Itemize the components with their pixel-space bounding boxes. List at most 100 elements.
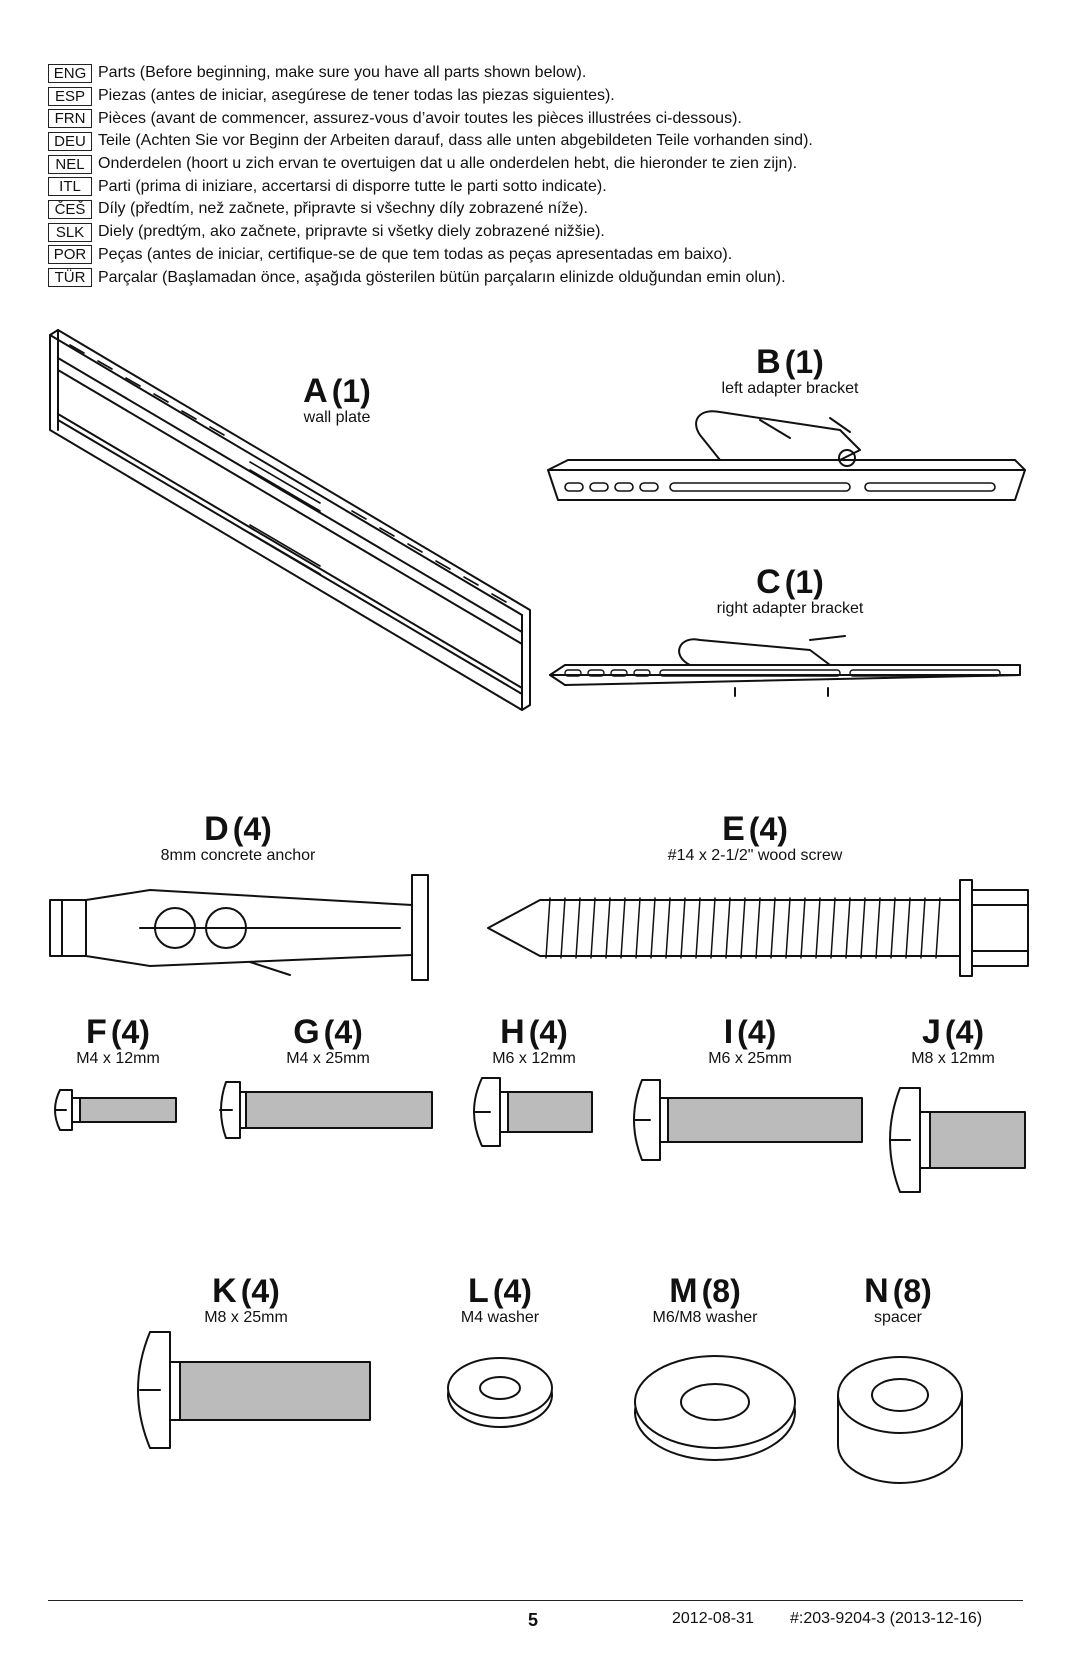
part-name: M6 x 25mm <box>708 1050 792 1067</box>
page-number: 5 <box>528 1610 539 1630</box>
part-letter: A <box>303 372 328 410</box>
part-i: I(4) M6 x 25mm <box>690 1013 810 1068</box>
part-letter: C <box>756 563 781 601</box>
wall-plate-illustration <box>49 329 531 711</box>
part-k: K(4) M8 x 25mm <box>186 1272 306 1327</box>
instruction-row-eng: ENG Parts (Before beginning, make sure yo… <box>48 62 813 85</box>
part-quantity: (4) <box>944 1014 985 1050</box>
part-d: D(4) 8mm concrete anchor <box>138 810 338 865</box>
part-name: M4 washer <box>460 1309 540 1326</box>
lang-code: TÜR <box>48 268 92 288</box>
part-name: spacer <box>873 1309 923 1326</box>
spacer-illustration <box>837 1356 963 1484</box>
instruction-row-tur: TÜR Parçalar (Başlamadan önce, aşağıda gö… <box>48 266 813 289</box>
part-n: N(8) spacer <box>838 1272 958 1327</box>
part-name: M8 x 12mm <box>911 1050 995 1067</box>
part-letter: L <box>468 1272 489 1310</box>
part-a: A(1) wall plate <box>272 372 402 427</box>
concrete-anchor-illustration <box>49 874 429 981</box>
screw-i-illustration <box>633 1079 863 1161</box>
instruction-text: Teile (Achten Sie vor Beginn der Arbeite… <box>98 132 813 150</box>
lang-code: ENG <box>48 63 92 83</box>
document-number: #:203-9204-3 (2013-12-16) <box>790 1610 983 1627</box>
instruction-text: Onderdelen (hoort u zich ervan te overtu… <box>98 155 798 173</box>
wood-screw-illustration <box>487 879 1029 977</box>
part-quantity: (8) <box>701 1273 741 1309</box>
part-m: M(8) M6/M8 washer <box>630 1272 780 1327</box>
part-letter: D <box>204 810 229 848</box>
instruction-text: Díly (předtím, než začnete, připravte si… <box>98 200 588 218</box>
screw-g-illustration <box>219 1081 433 1139</box>
part-h: H(4) M6 x 12mm <box>474 1013 594 1068</box>
lang-code: ČEŠ <box>48 199 92 219</box>
instruction-row-por: POR Peças (antes de iniciar, certifique-s… <box>48 244 813 267</box>
part-letter: H <box>500 1013 525 1051</box>
lang-code: NEL <box>48 154 92 174</box>
instruction-row-frn: FRN Pièces (avant de commencer, assurez-v… <box>48 107 813 130</box>
part-quantity: (1) <box>784 344 824 380</box>
lang-code: FRN <box>48 109 92 129</box>
screw-h-illustration <box>473 1077 593 1147</box>
part-quantity: (8) <box>892 1273 932 1309</box>
part-c: C(1) right adapter bracket <box>685 563 895 618</box>
instruction-text: Pièces (avant de commencer, assurez-vous… <box>98 109 742 127</box>
part-name: 8mm concrete anchor <box>160 847 316 864</box>
part-f: F(4) M4 x 12mm <box>58 1013 178 1068</box>
part-name: right adapter bracket <box>716 600 864 617</box>
instruction-text: Parti (prima di iniziare, accertarsi di … <box>98 177 607 195</box>
part-letter: I <box>723 1013 734 1051</box>
instruction-text: Peças (antes de iniciar, certifique-se d… <box>98 245 733 263</box>
lang-code: POR <box>48 245 92 265</box>
screw-j-illustration <box>889 1087 1026 1193</box>
part-letter: E <box>722 810 745 848</box>
m6-m8-washer-illustration <box>634 1355 796 1461</box>
part-quantity: (4) <box>110 1014 150 1050</box>
part-quantity: (1) <box>331 373 371 409</box>
part-quantity: (4) <box>492 1273 532 1309</box>
part-letter: F <box>86 1013 107 1051</box>
instruction-row-nel: NEL Onderdelen (hoort u zich ervan te ove… <box>48 153 813 176</box>
part-quantity: (4) <box>737 1014 777 1050</box>
part-name: #14 x 2-1/2" wood screw <box>667 847 843 864</box>
part-letter: K <box>212 1272 237 1310</box>
screw-k-illustration <box>137 1331 371 1449</box>
part-name: left adapter bracket <box>721 380 859 397</box>
part-l: L(4) M4 washer <box>440 1272 560 1327</box>
part-name: M4 x 25mm <box>286 1050 370 1067</box>
footer-divider <box>48 1600 1023 1601</box>
language-instructions: ENG Parts (Before beginning, make sure yo… <box>48 62 813 289</box>
part-quantity: (4) <box>748 811 788 847</box>
part-letter: N <box>864 1272 889 1310</box>
lang-code: DEU <box>48 131 92 151</box>
part-letter: M <box>669 1272 698 1310</box>
instruction-text: Parts (Before beginning, make sure you h… <box>98 64 587 82</box>
part-j: J(4) M8 x 12mm <box>893 1013 1013 1068</box>
part-name: M4 x 12mm <box>76 1050 160 1067</box>
right-adapter-bracket-illustration <box>549 635 1021 697</box>
left-adapter-bracket-illustration <box>547 410 1026 501</box>
lang-code: ITL <box>48 177 92 197</box>
lang-code: SLK <box>48 222 92 242</box>
part-quantity: (1) <box>784 564 824 600</box>
part-name: M6/M8 washer <box>652 1309 758 1326</box>
part-b: B(1) left adapter bracket <box>690 343 890 398</box>
part-g: G(4) M4 x 25mm <box>268 1013 388 1068</box>
part-name: M8 x 25mm <box>204 1309 288 1326</box>
instruction-row-itl: ITL Parti (prima di iniziare, accertarsi … <box>48 175 813 198</box>
part-quantity: (4) <box>528 1014 568 1050</box>
part-letter: G <box>293 1013 320 1051</box>
part-letter: J <box>921 1013 941 1051</box>
part-quantity: (4) <box>323 1014 363 1050</box>
part-quantity: (4) <box>232 811 272 847</box>
m4-washer-illustration <box>447 1357 553 1428</box>
lang-code: ESP <box>48 86 92 106</box>
screw-f-illustration <box>54 1089 177 1131</box>
document-date: 2012-08-31 <box>672 1610 754 1627</box>
part-e: E(4) #14 x 2-1/2" wood screw <box>640 810 870 865</box>
instruction-text: Parçalar (Başlamadan önce, aşağıda göste… <box>98 268 786 286</box>
part-letter: B <box>756 343 781 381</box>
part-name: wall plate <box>303 409 371 426</box>
